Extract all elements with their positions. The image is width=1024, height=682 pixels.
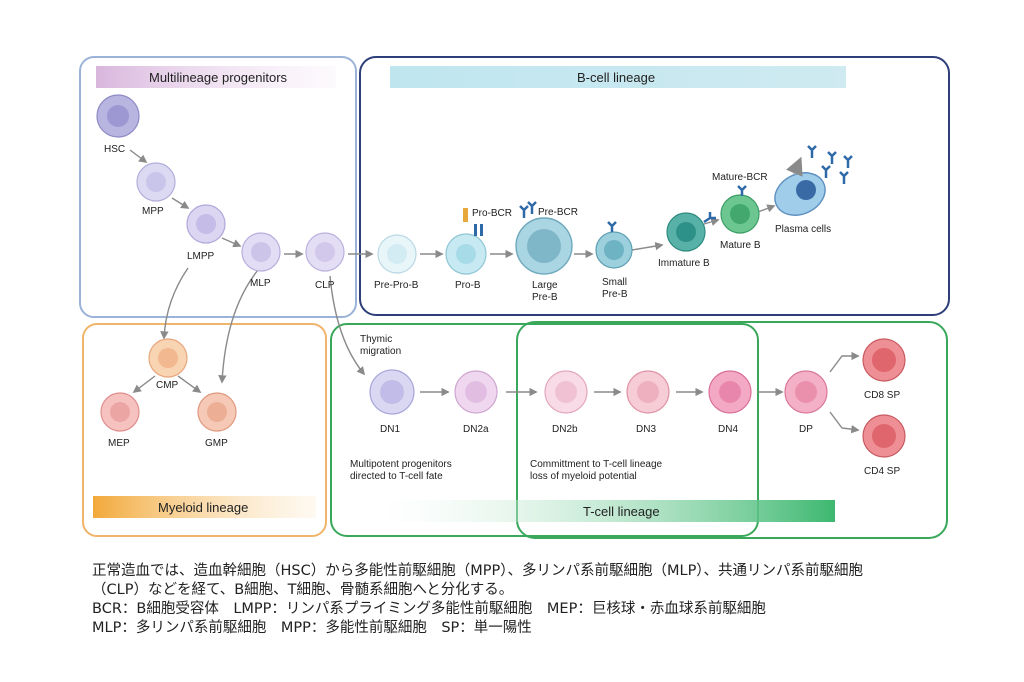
arrow-mlp-gmp	[218, 269, 259, 384]
label-mep: MEP	[108, 438, 130, 449]
label-cd4-sp: CD4 SP	[864, 466, 900, 477]
label-pre-bcr: Pre-BCR	[538, 207, 578, 218]
arrow-mpp-lmpp	[171, 197, 190, 209]
caption-line-1: 正常造血では、造血幹細胞（HSC）から多能性前駆細胞（MPP）、多リンパ系前駆細…	[92, 563, 864, 579]
cell-dn2b	[544, 370, 588, 414]
cell-small-pre-b	[595, 231, 633, 269]
note-commitment-1: Committment to T-cell lineage	[530, 459, 663, 470]
label-dn2a: DN2a	[463, 424, 489, 435]
cell-cd8-sp	[862, 338, 906, 382]
cell-mature-b	[720, 194, 760, 234]
arrow-dp-cd4	[829, 411, 860, 434]
note-thymic-1: Thymic	[360, 334, 392, 345]
label-dn2b: DN2b	[552, 424, 578, 435]
cell-dp	[784, 370, 828, 414]
cell-mpp	[136, 162, 176, 202]
lineage-arrows	[129, 149, 860, 434]
arrow-clp-dn1	[329, 275, 366, 376]
cell-cmp	[148, 338, 188, 378]
immature-b-receptor-icon	[703, 212, 716, 224]
cell-pro-b	[445, 233, 487, 275]
small-pre-b-receptor-icon	[607, 221, 617, 232]
label-hsc: HSC	[104, 144, 125, 155]
label-dn4: DN4	[718, 424, 738, 435]
cell-gmp	[197, 392, 237, 432]
label-cmp: CMP	[156, 380, 179, 391]
tcell-header-bar	[380, 500, 835, 522]
mature-bcr-receptor-icon	[737, 185, 747, 196]
antibody-icons	[807, 145, 853, 184]
multilineage-header: Multilineage progenitors	[149, 70, 288, 85]
label-mlp: MLP	[250, 278, 271, 289]
label-dn1: DN1	[380, 424, 400, 435]
label-lmpp: LMPP	[187, 251, 215, 262]
cell-hsc	[96, 94, 140, 138]
secretion-arrow	[786, 156, 803, 177]
label-immature-b: Immature B	[658, 258, 710, 269]
myeloid-header: Myeloid lineage	[158, 500, 248, 515]
arrow-immatureb-matureb	[703, 217, 720, 226]
arrow-cmp-gmp	[177, 375, 202, 393]
note-multipotent-2: directed to T-cell fate	[350, 471, 443, 482]
cell-clp	[305, 232, 345, 272]
label-mature-bcr: Mature-BCR	[712, 172, 768, 183]
label-plasma: Plasma cells	[775, 224, 831, 235]
tcell-panel-inner	[516, 321, 948, 539]
arrow-matureb-plasma	[757, 204, 776, 213]
label-dp: DP	[799, 424, 813, 435]
label-small-pre-b-2: Pre-B	[602, 289, 628, 300]
caption: 正常造血では、造血幹細胞（HSC）から多能性前駆細胞（MPP）、多リンパ系前駆細…	[92, 562, 992, 638]
label-dn3: DN3	[636, 424, 656, 435]
arrow-lmpp-cmp	[160, 267, 189, 340]
arrow-dp-cd8	[829, 351, 860, 373]
note-commitment-2: loss of myeloid potential	[530, 471, 637, 482]
cell-dn4	[708, 370, 752, 414]
label-clp: CLP	[315, 280, 335, 291]
bcell-header-bar	[390, 66, 846, 88]
cell-dn2a	[454, 370, 498, 414]
label-mpp: MPP	[142, 206, 164, 217]
bcell-panel	[359, 56, 950, 316]
caption-line-2: （CLP）などを経て、B細胞、T細胞、骨髄系細胞へと分化する。	[92, 582, 514, 598]
label-pro-bcr: Pro-BCR	[472, 208, 512, 219]
arrow-hsc-mpp	[129, 149, 148, 164]
cell-mep	[100, 392, 140, 432]
cell-dn1	[369, 369, 415, 415]
cell-mlp	[241, 232, 281, 272]
arrow-cmp-mep	[132, 375, 156, 394]
label-large-pre-b-1: Large	[532, 280, 558, 291]
cell-immature-b	[666, 212, 706, 252]
cell-prepro-b	[377, 234, 417, 274]
pro-bcr-receptor-icon	[463, 208, 483, 236]
cell-plasma	[774, 172, 826, 216]
cell-lmpp	[186, 204, 226, 244]
multilineage-panel	[79, 56, 357, 318]
arrow-smallpreb-immatureb	[631, 241, 664, 251]
note-multipotent-1: Multipotent progenitors	[350, 459, 452, 470]
label-pro-b: Pro-B	[455, 280, 481, 291]
label-gmp: GMP	[205, 438, 228, 449]
label-large-pre-b-2: Pre-B	[532, 292, 558, 303]
label-prepro-b: Pre-Pro-B	[374, 280, 419, 291]
bcell-header: B-cell lineage	[577, 70, 655, 85]
label-cd8-sp: CD8 SP	[864, 390, 900, 401]
myeloid-panel	[82, 323, 327, 537]
note-thymic-2: migration	[360, 346, 401, 357]
label-small-pre-b-1: Small	[602, 277, 627, 288]
caption-line-4: MLP：多リンパ系前駆細胞 MPP：多能性前駆細胞 SP：単一陽性	[92, 620, 532, 636]
caption-line-3: BCR：B細胞受容体 LMPP：リンパ系プライミング多能性前駆細胞 MEP：巨核…	[92, 601, 766, 617]
cell-cd4-sp	[862, 414, 906, 458]
cell-dn3	[626, 370, 670, 414]
arrow-lmpp-mlp	[221, 237, 242, 248]
cell-large-pre-b	[515, 217, 573, 275]
tcell-panel-outer	[330, 323, 759, 537]
label-mature-b: Mature B	[720, 240, 761, 251]
multilineage-header-bar	[96, 66, 336, 88]
pre-bcr-receptor-icon	[519, 201, 537, 218]
myeloid-header-bar	[93, 496, 316, 518]
tcell-header: T-cell lineage	[583, 504, 660, 519]
